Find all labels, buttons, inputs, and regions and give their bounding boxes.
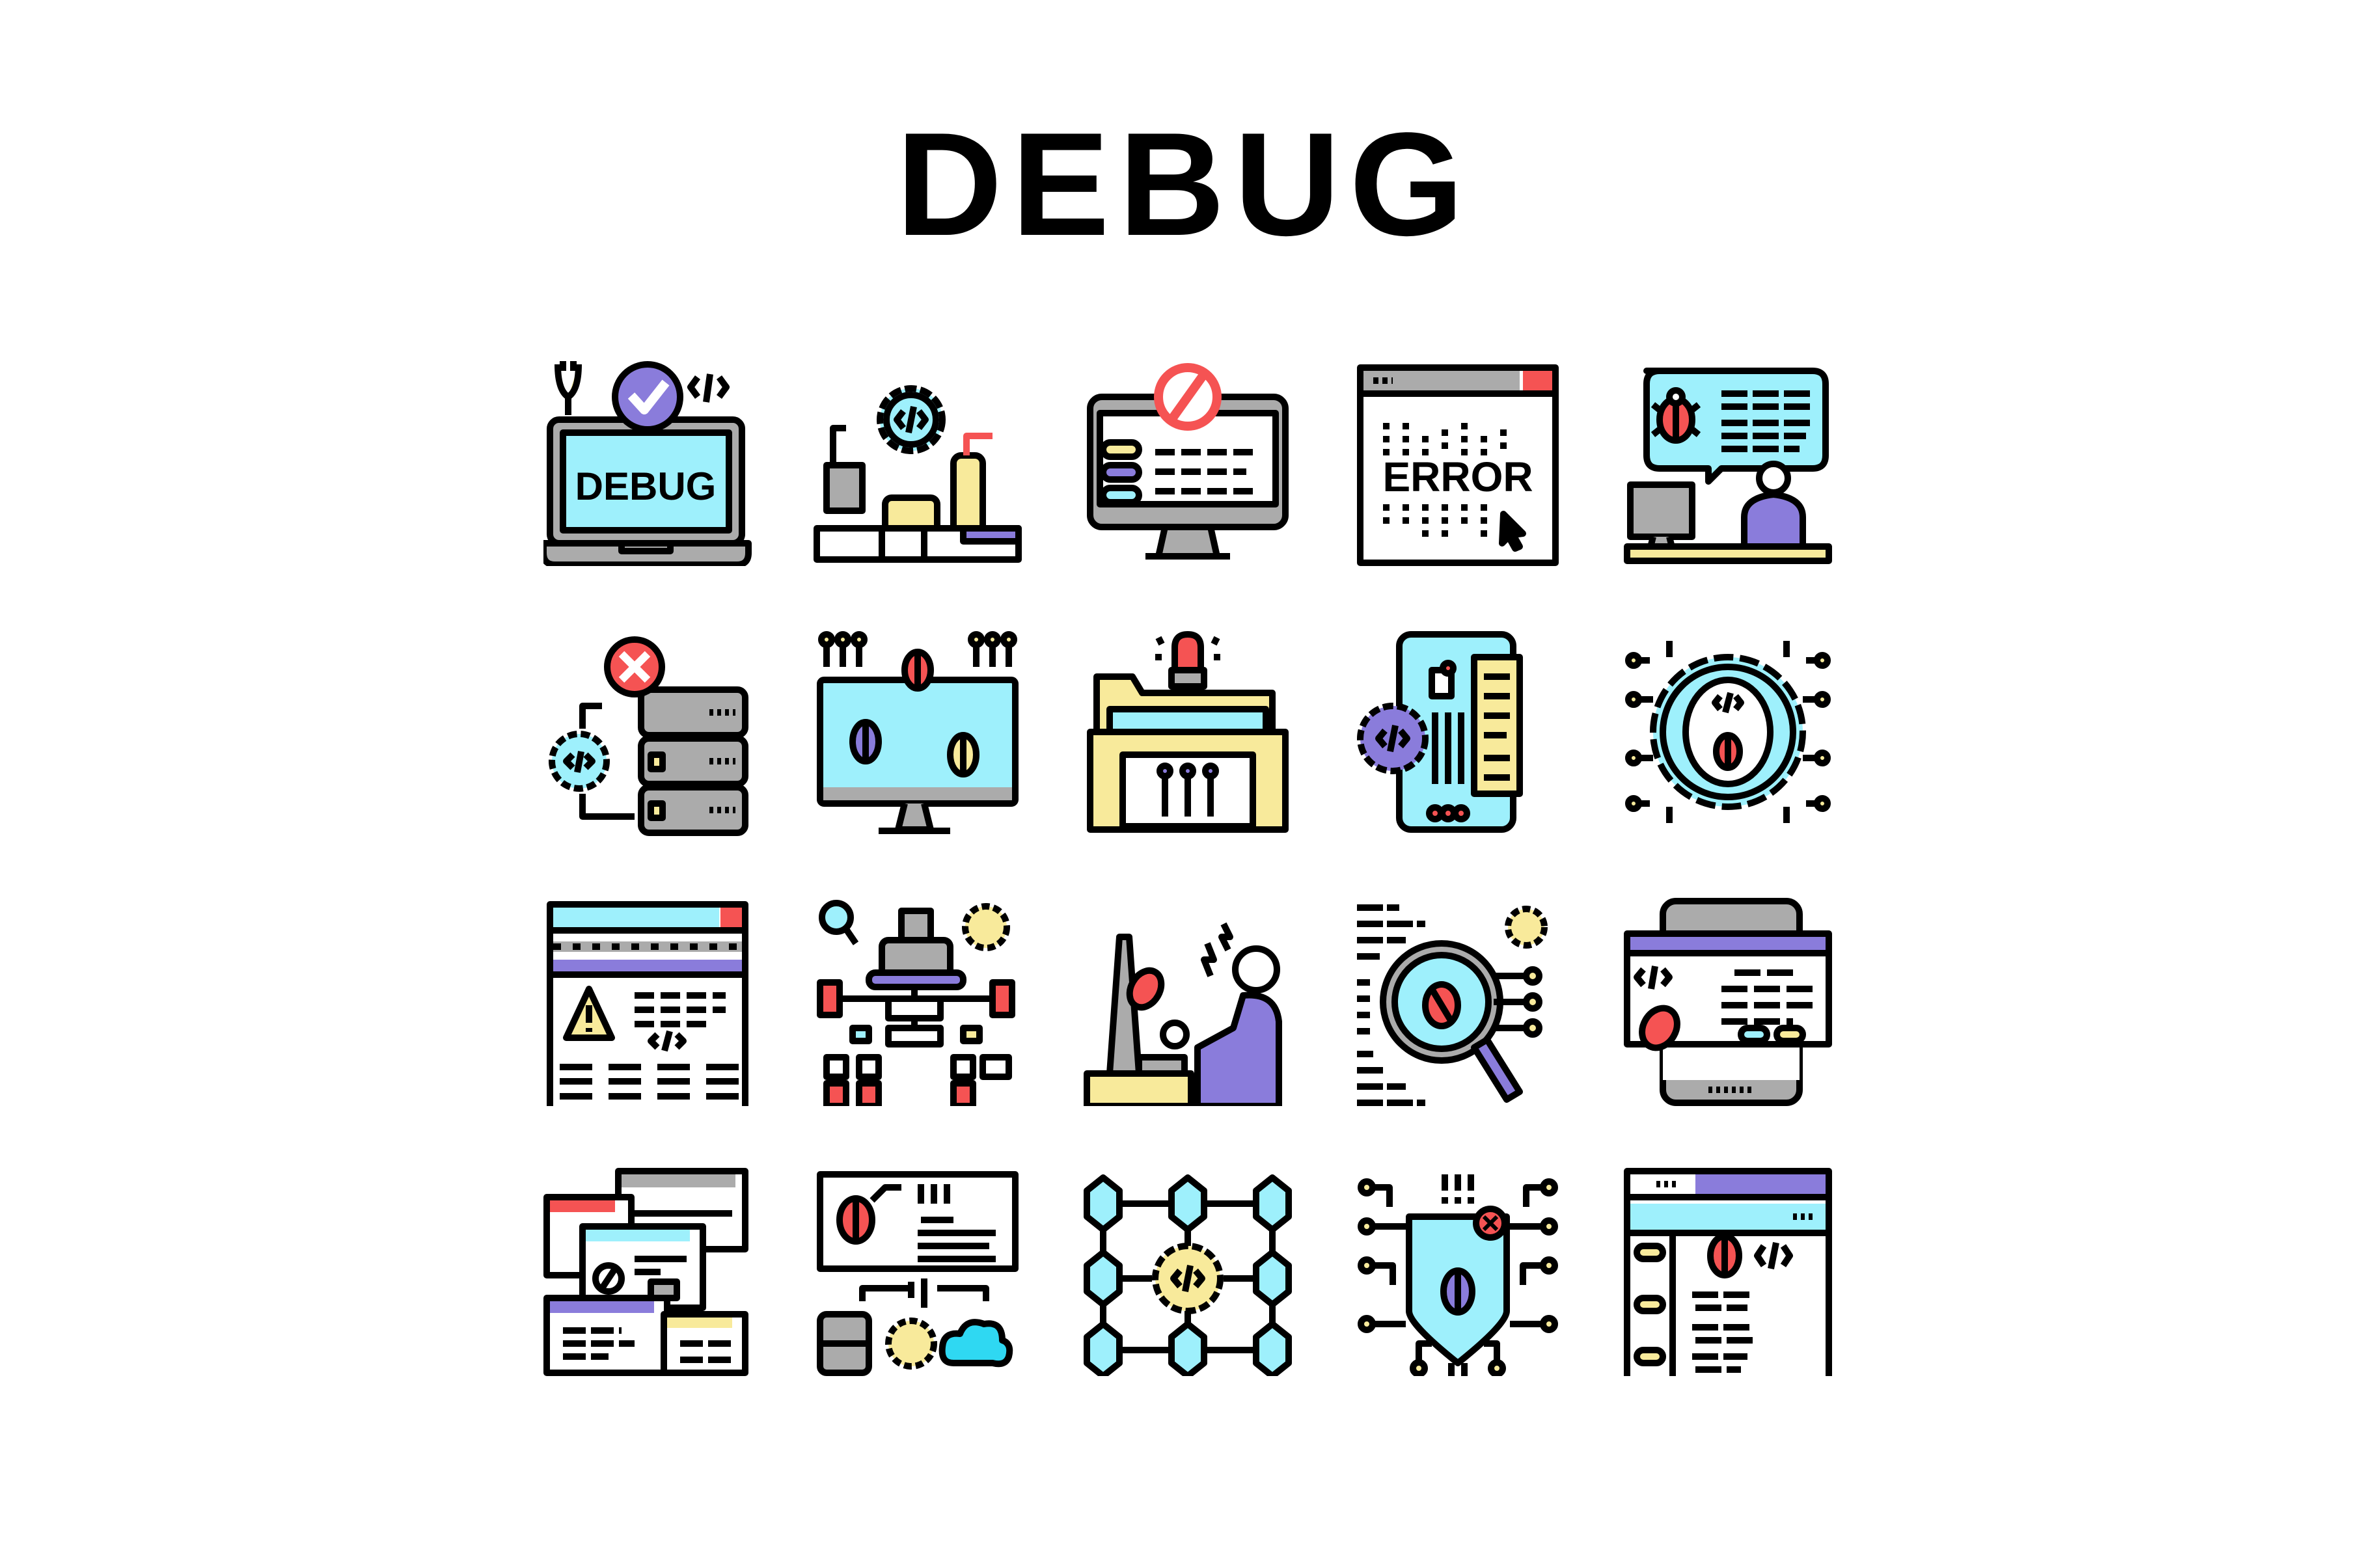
mobile-circuit-gear-icon <box>1354 628 1562 836</box>
frustrated-developer-icon <box>1084 898 1292 1106</box>
blocked-monitor-icon <box>1084 358 1292 566</box>
error-window-icon: ERROR <box>1354 358 1562 566</box>
code-editor-bug-icon <box>1624 1168 1832 1376</box>
bugs-on-monitor-icon <box>814 628 1022 836</box>
alarm-folder-icon <box>1084 628 1292 836</box>
debug-label: DEBUG <box>575 465 717 508</box>
tablet-bug-code-icon <box>1624 898 1832 1106</box>
gear-bug-circuit-icon <box>1624 628 1832 836</box>
magnifier-bug-icon <box>1354 898 1562 1106</box>
bug-report-chat-icon <box>1624 358 1832 566</box>
shield-bug-circuit-icon <box>1354 1168 1562 1376</box>
debug-laptop-icon: DEBUG <box>543 358 752 566</box>
robot-flowchart-icon <box>814 898 1022 1106</box>
server-error-icon <box>543 628 752 836</box>
stacked-windows-icon <box>543 1168 752 1376</box>
error-label: ERROR <box>1382 453 1533 500</box>
dev-workstation-gear-icon <box>814 358 1022 566</box>
page-title: DEBUG <box>896 101 1473 266</box>
blockchain-gear-icon <box>1084 1168 1292 1376</box>
bug-network-cloud-icon <box>814 1168 1022 1376</box>
icon-grid: DEBUG <box>543 358 1832 1386</box>
warning-web-page-icon <box>543 898 752 1106</box>
